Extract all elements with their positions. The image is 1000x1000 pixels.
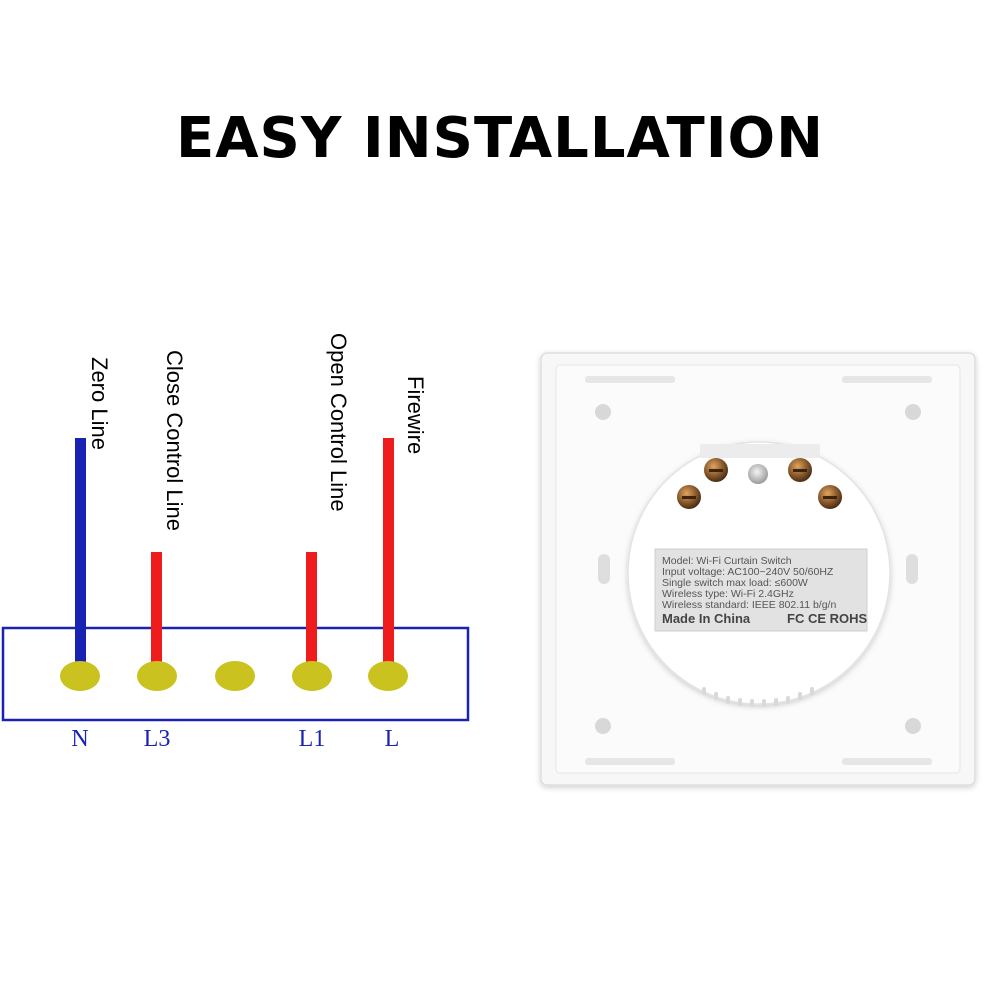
terminal-label-l: L: [385, 726, 400, 752]
zero-line-wire: [75, 438, 86, 668]
mount-hole-bottom-left: [595, 718, 611, 734]
close-control-line-label: Close Control Line: [162, 350, 187, 531]
terminal-l1: [292, 661, 332, 691]
mount-hole-bottom-right: [905, 718, 921, 734]
firewire-label: Firewire: [403, 376, 428, 454]
status-led: [748, 464, 768, 484]
top-right-slot: [842, 376, 932, 383]
certification-marks: FC CE ROHS: [787, 611, 868, 626]
terminal-n: [60, 661, 100, 691]
switch-back-panel: Model: Wi-Fi Curtain Switch Input voltag…: [540, 352, 976, 786]
label-line: Single switch max load: ≤600W: [662, 577, 808, 589]
label-line: Wireless type: Wi-Fi 2.4GHz: [662, 588, 794, 600]
terminal-label-l1: L1: [299, 726, 326, 752]
terminal-empty: [215, 661, 255, 691]
open-control-line-label: Open Control Line: [326, 333, 351, 512]
zero-line-label: Zero Line: [87, 357, 112, 450]
close-control-line-wire: [151, 552, 162, 668]
bottom-right-slot: [842, 758, 932, 765]
made-in-label: Made In China: [662, 611, 751, 626]
label-line: Wireless standard: IEEE 802.11 b/g/n: [662, 599, 836, 611]
label-line: Input voltage: AC100~240V 50/60HZ: [662, 566, 834, 578]
firewire-wire: [383, 438, 394, 668]
side-slot-right: [906, 554, 918, 584]
top-left-slot: [585, 376, 675, 383]
page-title: EASY INSTALLATION: [175, 106, 825, 171]
product-label: [654, 548, 868, 632]
side-slot-left: [598, 554, 610, 584]
terminal-l: [368, 661, 408, 691]
mount-hole-top-left: [595, 404, 611, 420]
terminal-label-n: N: [71, 726, 88, 752]
vent-holes: [702, 687, 814, 707]
mount-hole-top-right: [905, 404, 921, 420]
label-line: Model: Wi-Fi Curtain Switch: [662, 555, 792, 567]
open-control-line-wire: [306, 552, 317, 668]
terminal-l3: [137, 661, 177, 691]
bottom-left-slot: [585, 758, 675, 765]
terminal-label-l3: L3: [144, 726, 171, 752]
